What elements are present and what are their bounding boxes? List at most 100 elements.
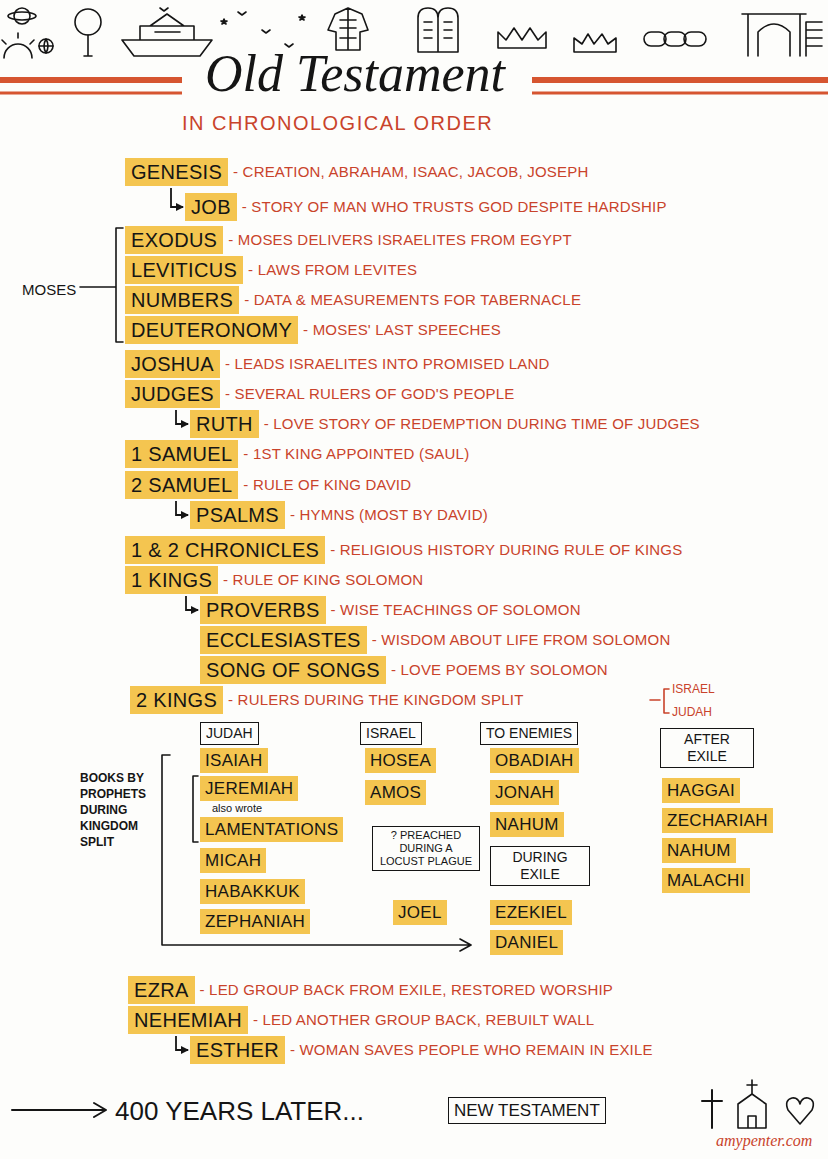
hook-arrow [176,410,188,424]
book-row: PSALMS- HYMNS (MOST BY DAVID) [190,501,488,529]
heart-icon [787,1098,814,1124]
book-row: HOSEA [365,748,436,773]
note-label: BOOKS BY PROPHETS DURING KINGDOM SPLIT [80,770,156,850]
book-row: JOSHUA- LEADS ISRAELITES INTO PROMISED L… [125,350,550,378]
book-row: EZRA- LED GROUP BACK FROM EXILE, RESTORE… [128,976,613,1004]
book-summary: - LOVE POEMS BY SOLOMON [391,660,608,680]
book-name: ESTHER [190,1036,285,1064]
book-summary: - DATA & MEASUREMENTS FOR TABERNACLE [244,290,581,310]
box-label: ISRAEL [366,725,416,742]
group-box: DURING EXILE [490,846,590,886]
book-name: JOEL [393,900,447,925]
book-name: ZECHARIAH [662,808,773,833]
book-name: EZRA [128,976,195,1004]
box-label: AFTER EXILE [666,731,748,765]
moses-bracket [80,228,123,342]
book-row: JOB- STORY OF MAN WHO TRUSTS GOD DESPITE… [185,193,667,221]
book-row: JEREMIAH [200,776,298,801]
book-name: HOSEA [365,748,436,773]
book-name: DANIEL [490,930,563,955]
book-summary: - LED GROUP BACK FROM EXILE, RESTORED WO… [200,980,614,1000]
book-row: JOEL [393,900,447,925]
book-row: MICAH [200,848,266,873]
book-row: ESTHER- WOMAN SAVES PEOPLE WHO REMAIN IN… [190,1036,653,1064]
book-summary: - 1ST KING APPOINTED (SAUL) [243,444,469,464]
book-summary: - RELIGIOUS HISTORY DURING RULE OF KINGS [330,540,682,560]
book-name: NAHUM [662,838,736,863]
book-row: JUDGES- SEVERAL RULERS OF GOD'S PEOPLE [125,380,515,408]
box-label: JUDAH [206,725,253,742]
book-name: MICAH [200,848,266,873]
book-row: ZEPHANIAH [200,909,310,934]
book-name: PSALMS [190,501,285,529]
group-box: JUDAH [200,722,259,745]
book-name: DEUTERONOMY [125,316,298,344]
hook-arrow [186,596,198,610]
book-row: DEUTERONOMY- MOSES' LAST SPEECHES [125,316,501,344]
book-row: 2 KINGS- RULERS DURING THE KINGDOM SPLIT [130,686,524,714]
book-summary: - RULE OF KING DAVID [243,475,411,495]
book-name: EXODUS [125,226,223,254]
group-box: AFTER EXILE [660,728,754,768]
book-name: JEREMIAH [200,776,298,801]
book-name: LAMENTATIONS [200,817,343,842]
book-row: OBADIAH [490,748,579,773]
book-row: ISAIAH [200,748,268,773]
book-name: JONAH [490,780,559,805]
book-row: 1 SAMUEL- 1ST KING APPOINTED (SAUL) [125,440,469,468]
book-summary: - LED ANOTHER GROUP BACK, REBUILT WALL [253,1010,594,1030]
book-name: HAGGAI [662,778,740,803]
note-label: JUDAH [672,704,712,720]
book-name: 2 SAMUEL [125,471,238,499]
book-name: 1 SAMUEL [125,440,238,468]
book-summary: - WISE TEACHINGS OF SOLOMON [331,600,581,620]
book-row: 1 & 2 CHRONICLES- RELIGIOUS HISTORY DURI… [125,536,682,564]
book-summary: - SEVERAL RULERS OF GOD'S PEOPLE [225,384,515,404]
book-row: 1 KINGS- RULE OF KING SOLOMON [125,566,423,594]
book-name: GENESIS [125,158,228,186]
book-row: PROVERBS- WISE TEACHINGS OF SOLOMON [200,596,581,624]
book-name: EZEKIEL [490,900,572,925]
book-row: EZEKIEL [490,900,572,925]
church-icon [738,1080,766,1128]
book-row: SONG OF SONGS- LOVE POEMS BY SOLOMON [200,656,608,684]
page-title: Old Testament [205,44,505,104]
book-name: RUTH [190,410,259,438]
group-box: ? PREACHED DURING A LOCUST PLAGUE [372,826,480,871]
cross-icon [702,1090,722,1128]
book-name: NAHUM [490,812,564,837]
book-name: OBADIAH [490,748,579,773]
book-name: MALACHI [662,868,750,893]
book-row: NUMBERS- DATA & MEASUREMENTS FOR TABERNA… [125,286,581,314]
book-row: HABAKKUK [200,879,305,904]
jeremiah-bracket [193,776,198,842]
book-summary: - MOSES DELIVERS ISRAELITES FROM EGYPT [228,230,572,250]
book-row: JONAH [490,780,559,805]
book-name: ECCLESIASTES [200,626,367,654]
book-summary: - CREATION, ABRAHAM, ISAAC, JACOB, JOSEP… [233,162,589,182]
book-summary: - MOSES' LAST SPEECHES [303,320,501,340]
book-row: NEHEMIAH- LED ANOTHER GROUP BACK, REBUIL… [128,1006,594,1034]
book-row: MALACHI [662,868,750,893]
book-summary: - STORY OF MAN WHO TRUSTS GOD DESPITE HA… [242,197,667,217]
book-summary: - WOMAN SAVES PEOPLE WHO REMAIN IN EXILE [290,1040,653,1060]
note-label: amypenter.com [716,1130,812,1151]
book-name: 2 KINGS [130,686,223,714]
book-name: JOSHUA [125,350,220,378]
book-summary: - LEADS ISRAELITES INTO PROMISED LAND [225,354,550,374]
book-name: AMOS [365,780,426,805]
book-name: NEHEMIAH [128,1006,248,1034]
note-label: also wrote [212,801,262,815]
group-box: ISRAEL [360,722,422,745]
box-label: ? PREACHED DURING A LOCUST PLAGUE [378,829,474,868]
book-summary: - LAWS FROM LEVITES [248,260,417,280]
box-label: TO ENEMIES [486,725,572,742]
book-row: HAGGAI [662,778,740,803]
hook-arrow [176,501,188,515]
book-name: LEVITICUS [125,256,243,284]
box-label: NEW TESTAMENT [454,1100,600,1121]
group-box: NEW TESTAMENT [448,1097,606,1124]
split-bracket [650,689,669,713]
book-row: GENESIS- CREATION, ABRAHAM, ISAAC, JACOB… [125,158,589,186]
book-summary: - RULE OF KING SOLOMON [223,570,423,590]
